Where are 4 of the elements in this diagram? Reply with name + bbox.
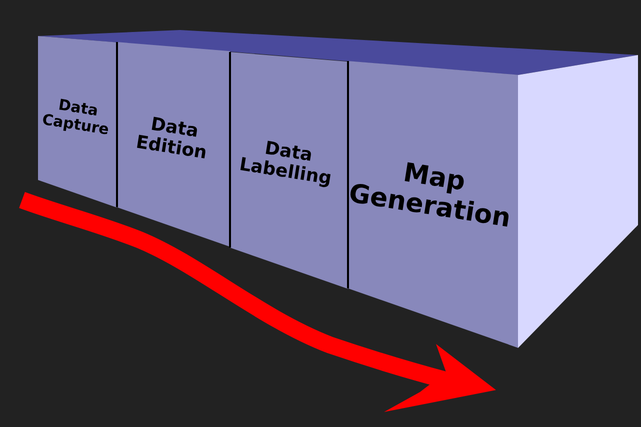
stage-label: Data Labelling (236, 136, 334, 190)
stage-label: Data Edition (134, 112, 210, 166)
stage-label: Data Capture (40, 94, 112, 138)
stage-label: Map Generation (346, 156, 514, 234)
